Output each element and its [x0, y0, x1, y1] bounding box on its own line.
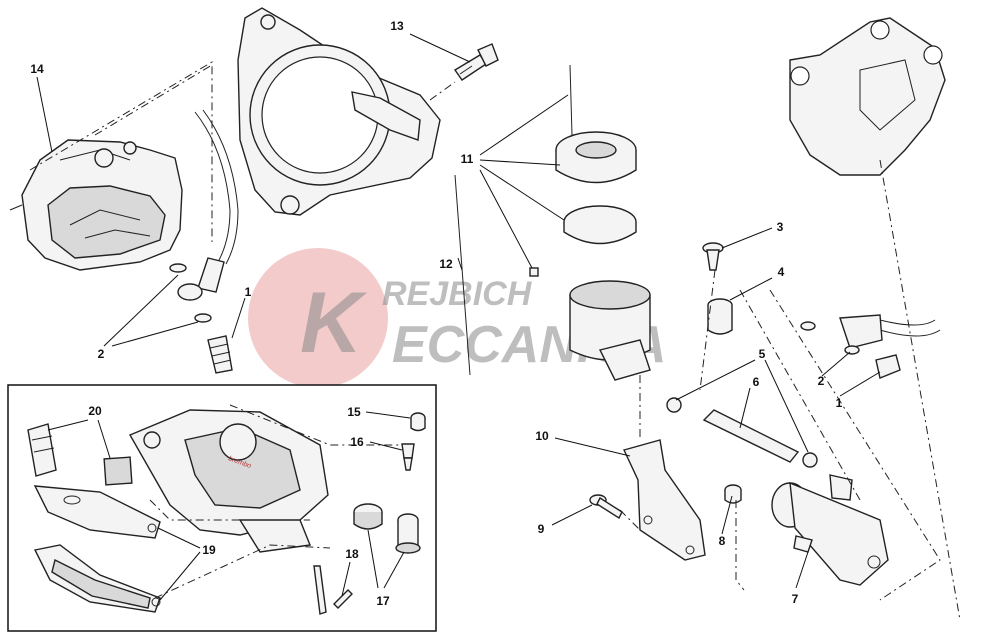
watermark-line1: REJBICH — [382, 275, 533, 313]
callout-12: 12 — [439, 257, 453, 271]
callout-1-right: 1 — [836, 396, 843, 410]
callout-1-left: 1 — [245, 285, 252, 299]
caliper-bracket-plate — [237, 7, 441, 216]
callout-3: 3 — [777, 220, 784, 234]
pad-spring-20 — [27, 423, 57, 477]
brake-hose-left — [169, 109, 239, 374]
bleed-cap-15 — [410, 412, 426, 432]
fluid-reservoir — [454, 64, 651, 381]
brake-pad-lower — [33, 544, 161, 613]
brake-pad-upper — [33, 485, 161, 539]
pad-label-plate — [103, 456, 133, 486]
bolt-13 — [429, 43, 499, 101]
callout-7: 7 — [792, 592, 799, 606]
mounting-bracket-10 — [623, 439, 706, 561]
callout-18: 18 — [345, 547, 359, 561]
callout-16: 16 — [350, 435, 364, 449]
screw-3 — [702, 242, 724, 271]
rear-bracket-right — [789, 17, 946, 176]
callout-4: 4 — [778, 265, 785, 279]
pad-kit-inset: brembo — [7, 384, 437, 632]
callout-9: 9 — [538, 522, 545, 536]
callout-20: 20 — [88, 404, 102, 418]
callout-5: 5 — [759, 347, 766, 361]
callout-19: 19 — [202, 543, 216, 557]
callout-10: 10 — [535, 429, 549, 443]
callouts: 14 13 1 2 11 12 3 4 5 6 2 1 10 9 8 7 20 … — [30, 19, 842, 608]
caliper-body-inset: brembo — [128, 409, 329, 553]
watermark-logo-letter: K — [300, 275, 368, 371]
nut-8 — [724, 484, 742, 504]
brake-hose-right — [800, 314, 941, 379]
piston-seal-17 — [353, 503, 383, 530]
callout-6: 6 — [753, 375, 760, 389]
grommet-4 — [707, 298, 733, 335]
callout-2-right: 2 — [818, 374, 825, 388]
piston-17 — [395, 513, 421, 554]
callout-15: 15 — [347, 405, 361, 419]
bleed-screw-16 — [401, 443, 415, 471]
callout-14: 14 — [30, 62, 44, 76]
screw-9 — [589, 494, 623, 520]
callout-2-left: 2 — [98, 347, 105, 361]
pad-pin-18 — [313, 565, 353, 615]
callout-17: 17 — [376, 594, 390, 608]
rear-caliper-14 — [9, 139, 183, 271]
callout-8: 8 — [719, 534, 726, 548]
hose-6 — [666, 397, 818, 468]
callout-11: 11 — [461, 152, 474, 166]
callout-13: 13 — [390, 19, 404, 33]
watermark-circle — [248, 248, 388, 388]
master-cylinder-7 — [771, 474, 889, 586]
leader-lines — [36, 33, 881, 601]
